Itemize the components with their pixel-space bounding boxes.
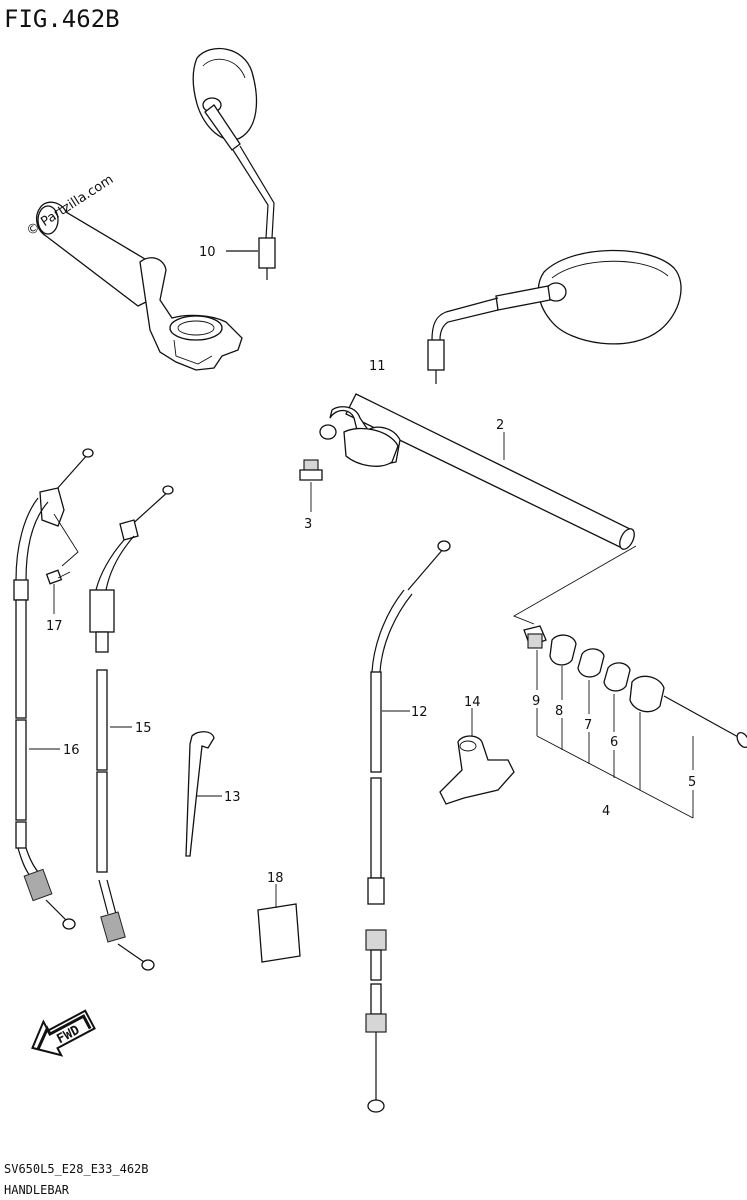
handlebar-tube xyxy=(319,393,635,550)
callout-7: 7 xyxy=(584,718,592,733)
callout-10: 10 xyxy=(199,245,216,260)
callout-11: 11 xyxy=(369,359,386,374)
bracket-14 xyxy=(439,735,515,805)
figure-title: FIG.462B xyxy=(4,5,120,33)
callout-12: 12 xyxy=(411,705,428,720)
callout-18: 18 xyxy=(267,871,284,886)
callout-5: 5 xyxy=(688,775,696,790)
left-switch-bracket: © Partzilla.com xyxy=(24,172,243,371)
clutch-cable xyxy=(365,540,451,1113)
callout-6: 6 xyxy=(610,735,618,750)
footer-code: SV650L5_E28_E33_462B xyxy=(4,1162,149,1176)
callout-17: 17 xyxy=(46,619,63,634)
callout-14: 14 xyxy=(464,695,481,710)
callout-3: 3 xyxy=(304,517,312,532)
footer-title: HANDLEBAR xyxy=(4,1183,70,1197)
cable-tie-13 xyxy=(185,731,215,857)
callout-8: 8 xyxy=(555,704,563,719)
bar-end-leader xyxy=(512,545,637,625)
right-mirror xyxy=(427,249,682,384)
callout-13: 13 xyxy=(224,790,241,805)
throttle-cable-16 xyxy=(13,448,94,930)
callout-16: 16 xyxy=(63,743,80,758)
fwd-arrow-badge: FWD xyxy=(31,1009,96,1057)
left-mirror xyxy=(192,47,276,280)
bar-end-weights xyxy=(523,625,747,749)
callout-2: 2 xyxy=(496,418,504,433)
throttle-cable-15 xyxy=(89,485,174,971)
group-bracket-4 xyxy=(536,650,694,819)
callout-9: 9 xyxy=(532,694,540,709)
sticker-18 xyxy=(257,903,301,963)
bolt-17 xyxy=(45,569,71,614)
bolt-3 xyxy=(299,459,323,512)
callout-4: 4 xyxy=(602,804,610,819)
callout-15: 15 xyxy=(135,721,152,736)
